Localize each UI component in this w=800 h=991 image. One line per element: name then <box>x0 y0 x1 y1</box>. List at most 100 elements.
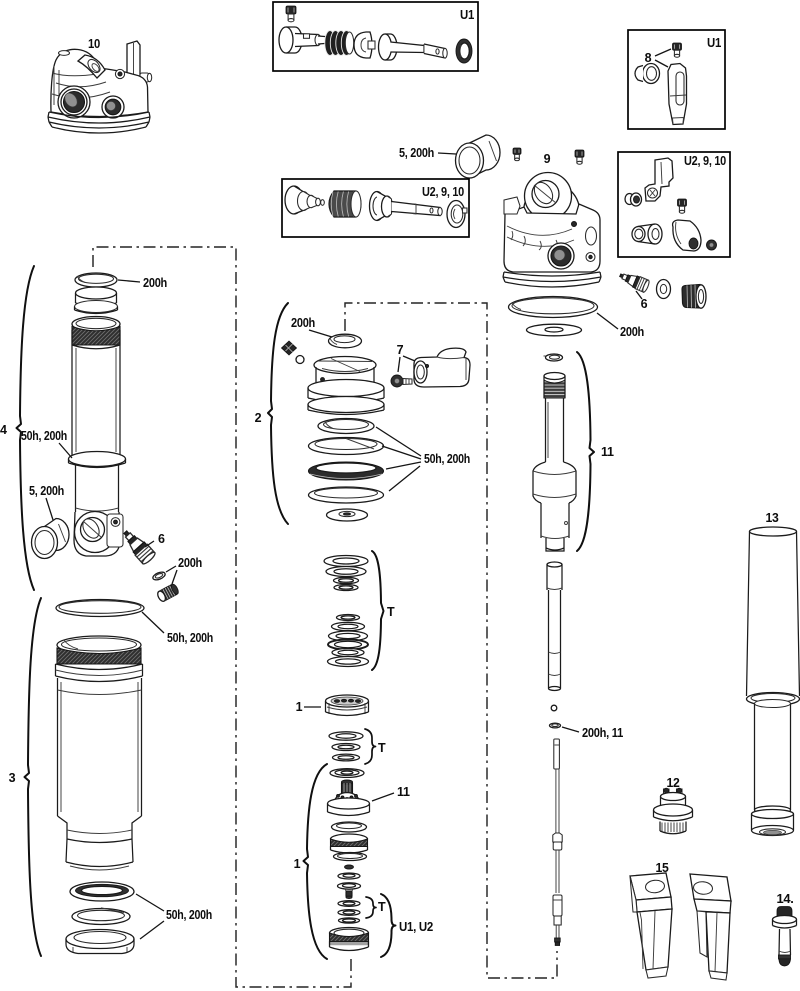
ring-piston-2 <box>307 436 385 456</box>
label-part11-shaft: 11 <box>601 445 614 459</box>
assembly-dashdot-outline <box>92 246 558 988</box>
valve-6-right: 6 <box>619 273 650 311</box>
ball-detent <box>550 704 558 712</box>
brace-11-shaft: 11 <box>576 351 614 552</box>
kit-box-u1-right: U1 8 <box>627 29 726 130</box>
cap-6-right <box>681 283 707 309</box>
label-brace-u1u2: U1, U2 <box>399 920 433 934</box>
bushing-5-200h-top: 5, 200h <box>399 134 501 179</box>
u2r-cam <box>671 219 702 252</box>
air-piston-2 <box>307 355 385 416</box>
seal-aircan-2 <box>71 907 131 926</box>
label-brace4: 4 <box>0 423 7 437</box>
kit-box-u2910-right: U2, 9, 10 <box>617 151 731 258</box>
label-part14: 14. <box>777 892 794 906</box>
washer-group1 <box>329 767 365 779</box>
label-part8: 8 <box>645 51 652 65</box>
label-box-u1-top: U1 <box>460 8 474 22</box>
piston-11-center: 11 <box>326 779 410 817</box>
u2r-fitting <box>624 192 643 207</box>
ring-piston-3 <box>307 461 385 481</box>
ring-piston-1 <box>317 417 375 435</box>
u2c-poppet <box>368 190 443 222</box>
label-valve6-right: 6 <box>641 297 648 311</box>
ring-thin-group1 <box>332 851 368 862</box>
hex-bit-2 <box>280 340 305 365</box>
u2r-bracket <box>644 157 674 202</box>
damper-body: 50h, 200h <box>21 315 127 557</box>
label-box-u1-right: U1 <box>707 36 721 50</box>
label-shims-t1: T <box>387 605 395 619</box>
label-part11-piston: 11 <box>397 785 410 799</box>
shaft-mid <box>546 561 563 692</box>
label-brace3: 3 <box>9 771 16 785</box>
glide-ring-group1 <box>329 833 369 854</box>
brace-3: 3 <box>9 597 42 957</box>
label-oring-aircan-top: 50h, 200h <box>167 631 213 645</box>
washer-6-right <box>655 278 672 300</box>
oring-group1 <box>330 821 368 833</box>
label-oring-piston: 200h <box>291 316 315 330</box>
part-10-damper-head-assembly: 10 <box>47 37 153 134</box>
label-oring-head: 200h <box>620 325 644 339</box>
screw-7: 7 <box>390 343 416 388</box>
ring-piston-4 <box>307 486 385 504</box>
label-valve6-left: 6 <box>158 532 165 546</box>
oring-200h-piston: 200h <box>291 316 363 349</box>
washer-head <box>525 323 583 337</box>
label-oring-damper-top: 200h <box>143 276 167 290</box>
u2c-cup <box>284 185 325 215</box>
label-part9: 9 <box>544 152 551 166</box>
cup-knurled-group1 <box>328 926 370 952</box>
oring-200h-damper-top: 200h <box>74 272 167 290</box>
part-14-bolt: 14. <box>771 892 798 967</box>
u2r-bushing <box>631 223 663 245</box>
part-13-tube: 13 <box>745 511 800 837</box>
label-brace1: 1 <box>294 857 301 871</box>
oring-200h-head: 200h <box>507 295 644 339</box>
label-brace2: 2 <box>255 411 262 425</box>
shim-stack-t1: T <box>323 550 395 671</box>
small-washer-group1 <box>337 872 361 880</box>
brace-1: 1 <box>294 763 328 960</box>
kit-box-u1-top: U1 <box>272 1 479 72</box>
label-shims-t3: T <box>378 900 386 914</box>
label-part10: 10 <box>88 37 100 51</box>
label-box-u2910-center: U2, 9, 10 <box>422 185 464 199</box>
oring-50h200h-aircan: 50h, 200h <box>55 598 213 645</box>
label-rings-piston: 50h, 200h <box>375 426 470 492</box>
u1e-seal <box>455 38 473 64</box>
brace-2: 2 <box>255 302 289 525</box>
seal-aircan-1 <box>69 881 135 902</box>
u2c-plug <box>446 199 468 229</box>
seal-aircan-3 <box>65 928 135 955</box>
u1a-knob <box>278 26 334 54</box>
shim-stack-t2: T <box>328 728 386 765</box>
u2c-spring <box>328 190 362 218</box>
brace-u1u2: U1, U2 <box>380 893 434 958</box>
u1r-bushing <box>634 62 661 85</box>
label-bushing-top: 5, 200h <box>399 146 434 160</box>
label-rings-piston: 50h, 200h <box>424 452 470 466</box>
u1d-shaft <box>377 33 448 61</box>
u1c-half-shell <box>353 31 376 59</box>
u1b-spring <box>324 30 355 56</box>
gland-small-shaft <box>543 353 564 362</box>
gland-damper <box>73 286 119 315</box>
shim-stack-t3: T <box>337 896 386 924</box>
label-seals-aircan: 50h, 200h <box>135 893 212 940</box>
label-bushing-left: 5, 200h <box>29 484 64 498</box>
needle-rod <box>552 738 563 946</box>
part-9-head: 9 <box>502 147 602 288</box>
cap-knurled-left <box>157 583 179 602</box>
label-box-u2910-right: U2, 9, 10 <box>684 154 726 168</box>
needle-valve-group1 <box>336 882 362 899</box>
label-part13: 13 <box>766 511 779 525</box>
label-part12: 12 <box>667 776 680 790</box>
label-piston1: 1 <box>296 700 303 714</box>
part-15-blocks: 15 <box>629 861 732 981</box>
label-shims-t2: T <box>378 741 386 755</box>
u2r-nut <box>706 239 717 251</box>
label-seals-aircan: 50h, 200h <box>166 908 212 922</box>
